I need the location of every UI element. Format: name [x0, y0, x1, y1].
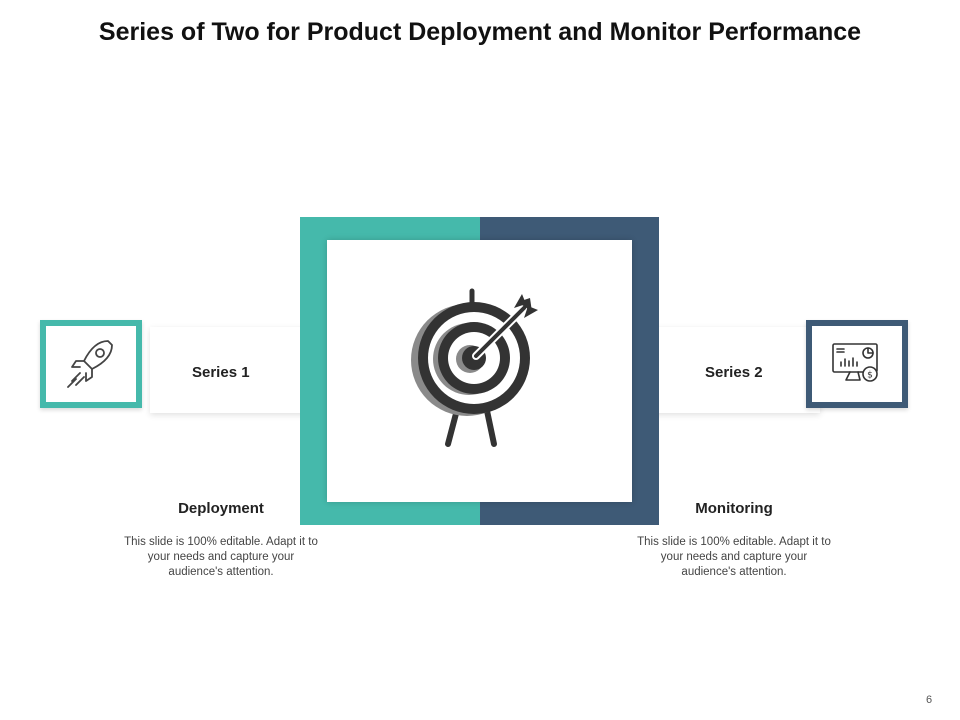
- series-1-label: Series 1: [192, 364, 250, 381]
- target-with-arrow-icon: [410, 288, 538, 447]
- deployment-heading: Deployment: [178, 500, 264, 517]
- center-panel: [327, 240, 632, 502]
- page-title: Series of Two for Product Deployment and…: [98, 18, 862, 46]
- rocket-icon: [67, 340, 113, 388]
- series-2-label: Series 2: [705, 364, 763, 381]
- monitoring-description: This slide is 100% editable. Adapt it to…: [637, 536, 831, 578]
- monitoring-heading: Monitoring: [695, 500, 773, 517]
- series-2-band: [650, 327, 820, 413]
- series-1-icon-box: [40, 320, 142, 408]
- page-number: 6: [926, 694, 933, 706]
- svg-text:$: $: [867, 371, 873, 381]
- series-2-icon-box: $: [806, 320, 908, 408]
- dashboard-monitor-icon: $: [832, 343, 878, 382]
- deployment-description: This slide is 100% editable. Adapt it to…: [124, 536, 318, 578]
- series-1-band: [150, 327, 310, 413]
